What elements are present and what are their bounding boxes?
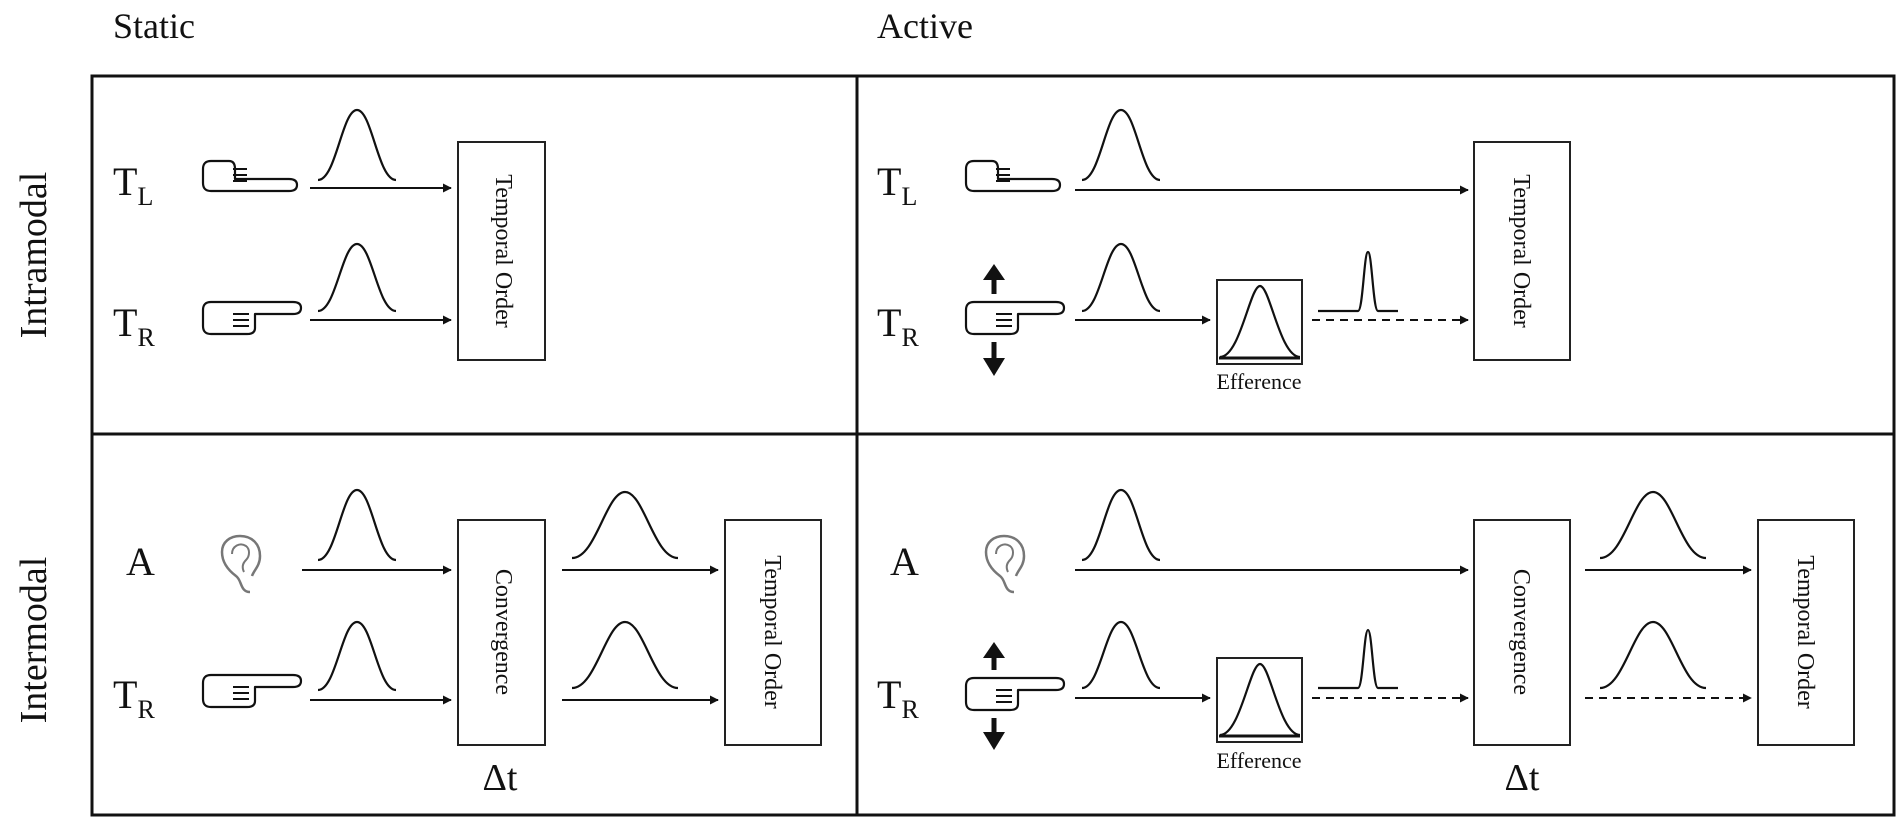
panel-grid: [90, 74, 1896, 817]
label-a: A: [126, 539, 155, 584]
gaussian-curve-icon: [1219, 662, 1301, 737]
label-tr: TR: [113, 300, 155, 352]
temporal-order-label: Temporal Order: [1792, 555, 1818, 709]
convergence-label: Convergence: [490, 569, 516, 695]
label-tl: TL: [113, 159, 153, 211]
label-tr: TR: [877, 300, 919, 352]
temporal-order-label: Temporal Order: [490, 174, 516, 328]
gaussian-curve-icon: [571, 620, 679, 690]
convergence-box: [1473, 519, 1571, 746]
gaussian-curve-icon: [1318, 250, 1398, 313]
label-a: A: [890, 539, 919, 584]
gaussian-curve-icon: [317, 620, 397, 692]
label-tl: TL: [877, 159, 917, 211]
gaussian-curve-icon: [1599, 490, 1707, 560]
hand-pointing-icon: [964, 676, 1066, 712]
up-down-arrow-icon: [983, 642, 1005, 750]
gaussian-curve-icon: [571, 490, 679, 560]
row-header-intermodal: Intermodal: [13, 557, 55, 724]
delta-t-label: Δt: [1505, 757, 1540, 799]
hand-pointing-icon: [201, 673, 303, 709]
up-down-arrow-icon: [983, 264, 1005, 376]
hand-pointing-icon: [964, 159, 1062, 193]
gaussian-curve-icon: [1081, 108, 1161, 182]
temporal-order-label: Temporal Order: [759, 555, 785, 709]
gaussian-curve-icon: [317, 242, 397, 313]
temporal-order-box: [457, 141, 546, 361]
column-header-static: Static: [113, 6, 195, 46]
efference-label: Efference: [1216, 748, 1301, 773]
hand-pointing-icon: [964, 300, 1066, 336]
gaussian-curve-icon: [317, 108, 397, 182]
convergence-box: [457, 519, 546, 746]
label-tr: TR: [877, 672, 919, 724]
ear-icon: [984, 534, 1026, 594]
temporal-order-box: [1473, 141, 1571, 361]
gaussian-curve-icon: [1219, 284, 1301, 359]
row-header-intramodal: Intramodal: [13, 172, 55, 339]
gaussian-curve-icon: [1081, 488, 1161, 562]
temporal-order-box: [1757, 519, 1855, 746]
convergence-label: Convergence: [1508, 569, 1534, 695]
label-tr: TR: [113, 672, 155, 724]
ear-icon: [220, 534, 262, 594]
gaussian-curve-icon: [1081, 620, 1161, 690]
hand-pointing-icon: [201, 159, 299, 193]
panel-active-intermodal: A TR Efference Convergence Δt: [877, 488, 1855, 799]
temporal-order-box: [724, 519, 822, 746]
column-header-active: Active: [877, 6, 973, 46]
panel-static-intermodal: A TR Convergence Δt Temporal Order: [113, 488, 822, 799]
gaussian-curve-icon: [317, 488, 397, 562]
panel-static-intramodal: TL TR Temporal Order: [113, 108, 546, 361]
gaussian-curve-icon: [1318, 628, 1398, 690]
hand-pointing-icon: [201, 300, 303, 336]
gaussian-curve-icon: [1081, 242, 1161, 313]
temporal-order-label: Temporal Order: [1508, 174, 1534, 328]
gaussian-curve-icon: [1599, 620, 1707, 690]
panel-active-intramodal: TL TR Efference Temporal Order: [877, 108, 1571, 394]
efference-label: Efference: [1216, 369, 1301, 394]
delta-t-label: Δt: [483, 757, 518, 799]
